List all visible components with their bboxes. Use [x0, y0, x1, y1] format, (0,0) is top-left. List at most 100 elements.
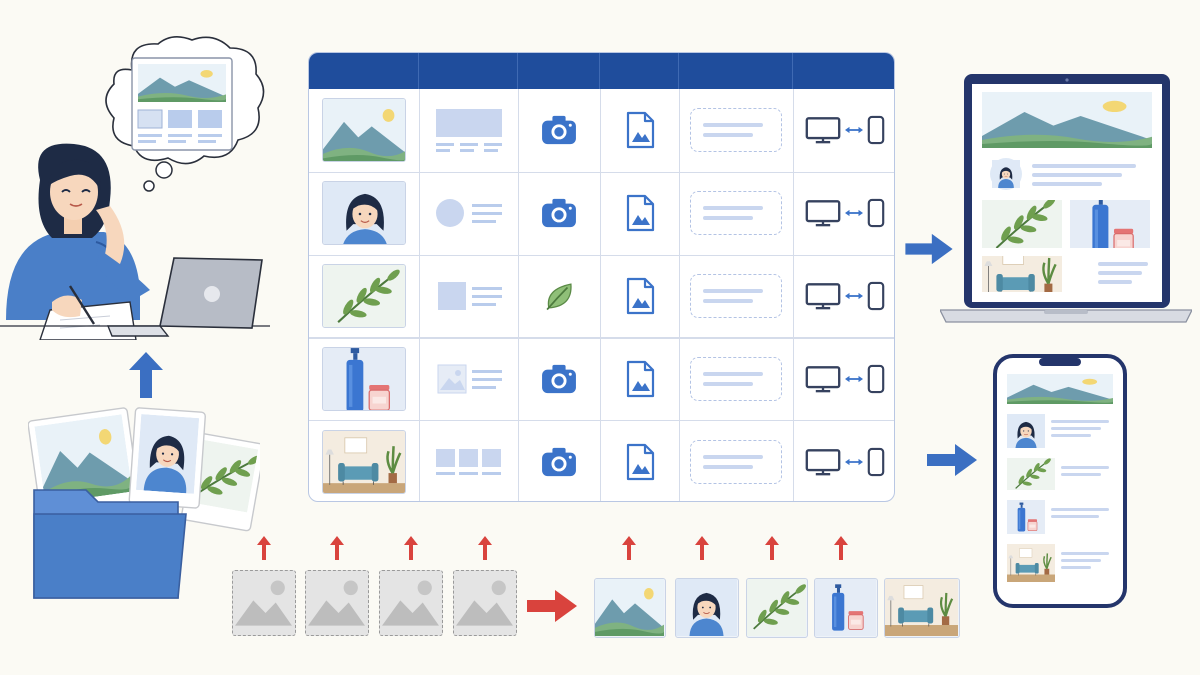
thumbnail-product	[322, 346, 406, 411]
thumbnail-portrait	[322, 181, 406, 246]
sync-arrow-icon	[845, 208, 863, 218]
device-sync	[805, 364, 885, 394]
device-cell	[793, 89, 895, 172]
caption-cell	[679, 255, 793, 338]
column-divider	[518, 89, 520, 501]
up-arrow-icon	[834, 536, 848, 560]
image-file-icon	[625, 194, 655, 232]
caption-box	[690, 108, 782, 153]
final-image-interior	[884, 578, 960, 638]
file-cell	[600, 89, 679, 172]
caption-cell	[679, 89, 793, 172]
header-cell	[679, 53, 793, 89]
device-sync	[805, 447, 885, 477]
thumbnail-cell	[309, 337, 419, 420]
device-sync	[805, 115, 885, 145]
layout-cell	[419, 172, 518, 255]
sync-arrow-icon	[845, 125, 863, 135]
final-image-plant	[746, 578, 808, 638]
up-arrow-icon	[765, 536, 779, 560]
right-arrow-icon	[527, 588, 577, 624]
file-cell	[600, 337, 679, 420]
device-sync	[805, 198, 885, 228]
phone-icon	[867, 364, 885, 394]
camera-icon	[540, 197, 578, 229]
caption-cell	[679, 337, 793, 420]
sync-arrow-icon	[845, 291, 863, 301]
person-with-laptop	[0, 140, 270, 340]
leaf-icon	[542, 279, 576, 313]
up-arrow-icon	[695, 536, 709, 560]
layout-wireframe-avatar-text	[434, 190, 504, 236]
image-file-icon	[625, 111, 655, 149]
phone-preview	[993, 354, 1127, 608]
phone-icon	[867, 198, 885, 228]
thumbnail-cell	[309, 172, 419, 255]
phone-icon	[867, 115, 885, 145]
caption-box	[690, 356, 782, 401]
header-cell	[518, 53, 600, 89]
image-file-icon	[625, 360, 655, 398]
thumbnail-cell	[309, 420, 419, 501]
image-file-icon	[625, 277, 655, 315]
content-grid-table	[308, 52, 895, 502]
phone-icon	[867, 281, 885, 311]
caption-cell	[679, 172, 793, 255]
layout-wireframe-square-text	[434, 273, 504, 319]
camera-icon	[540, 114, 578, 146]
layout-cell	[419, 255, 518, 338]
camera-icon	[540, 446, 578, 478]
placeholder-image	[232, 570, 296, 636]
up-arrow-icon	[129, 352, 163, 398]
sync-arrow-icon	[845, 374, 863, 384]
thumbnail-landscape	[322, 98, 406, 163]
device-cell	[793, 255, 895, 338]
final-image-portrait	[675, 578, 739, 638]
layout-cell	[419, 420, 518, 501]
up-arrow-icon	[404, 536, 418, 560]
row-divider	[309, 337, 894, 339]
photo-folder	[28, 402, 260, 600]
column-divider	[793, 89, 795, 501]
file-cell	[600, 172, 679, 255]
up-arrow-icon	[478, 536, 492, 560]
layout-cell	[419, 337, 518, 420]
caption-cell	[679, 420, 793, 501]
capture-cell	[518, 172, 600, 255]
monitor-icon	[805, 282, 841, 310]
capture-cell	[518, 255, 600, 338]
row-divider	[309, 171, 894, 173]
final-image-product	[814, 578, 878, 638]
up-arrow-icon	[257, 536, 271, 560]
thought-bubble	[92, 30, 272, 200]
file-cell	[600, 420, 679, 502]
monitor-icon	[805, 199, 841, 227]
layout-cell	[419, 89, 518, 172]
header-cell	[309, 53, 419, 89]
placeholder-image	[305, 570, 369, 636]
header-cell	[419, 53, 518, 89]
thumbnail-cell	[309, 255, 419, 338]
camera-icon	[540, 363, 578, 395]
thumbnail-plant	[322, 263, 406, 328]
monitor-icon	[805, 448, 841, 476]
device-sync	[805, 281, 885, 311]
thumbnail-interior	[322, 429, 406, 494]
row-divider	[309, 420, 894, 422]
monitor-icon	[805, 365, 841, 393]
file-cell	[600, 255, 679, 338]
column-divider	[419, 89, 421, 501]
row-divider	[309, 254, 894, 256]
monitor-icon	[805, 116, 841, 144]
up-arrow-icon	[330, 536, 344, 560]
device-cell	[793, 172, 895, 255]
layout-wireframe-image-text	[434, 356, 504, 402]
thumbnail-cell	[309, 89, 419, 172]
table-header	[309, 53, 894, 89]
image-file-icon	[625, 443, 655, 481]
layout-wireframe-three-tiles	[434, 439, 504, 485]
device-cell	[793, 420, 895, 502]
header-cell	[600, 53, 679, 89]
caption-box	[690, 273, 782, 318]
laptop-preview	[940, 72, 1192, 324]
